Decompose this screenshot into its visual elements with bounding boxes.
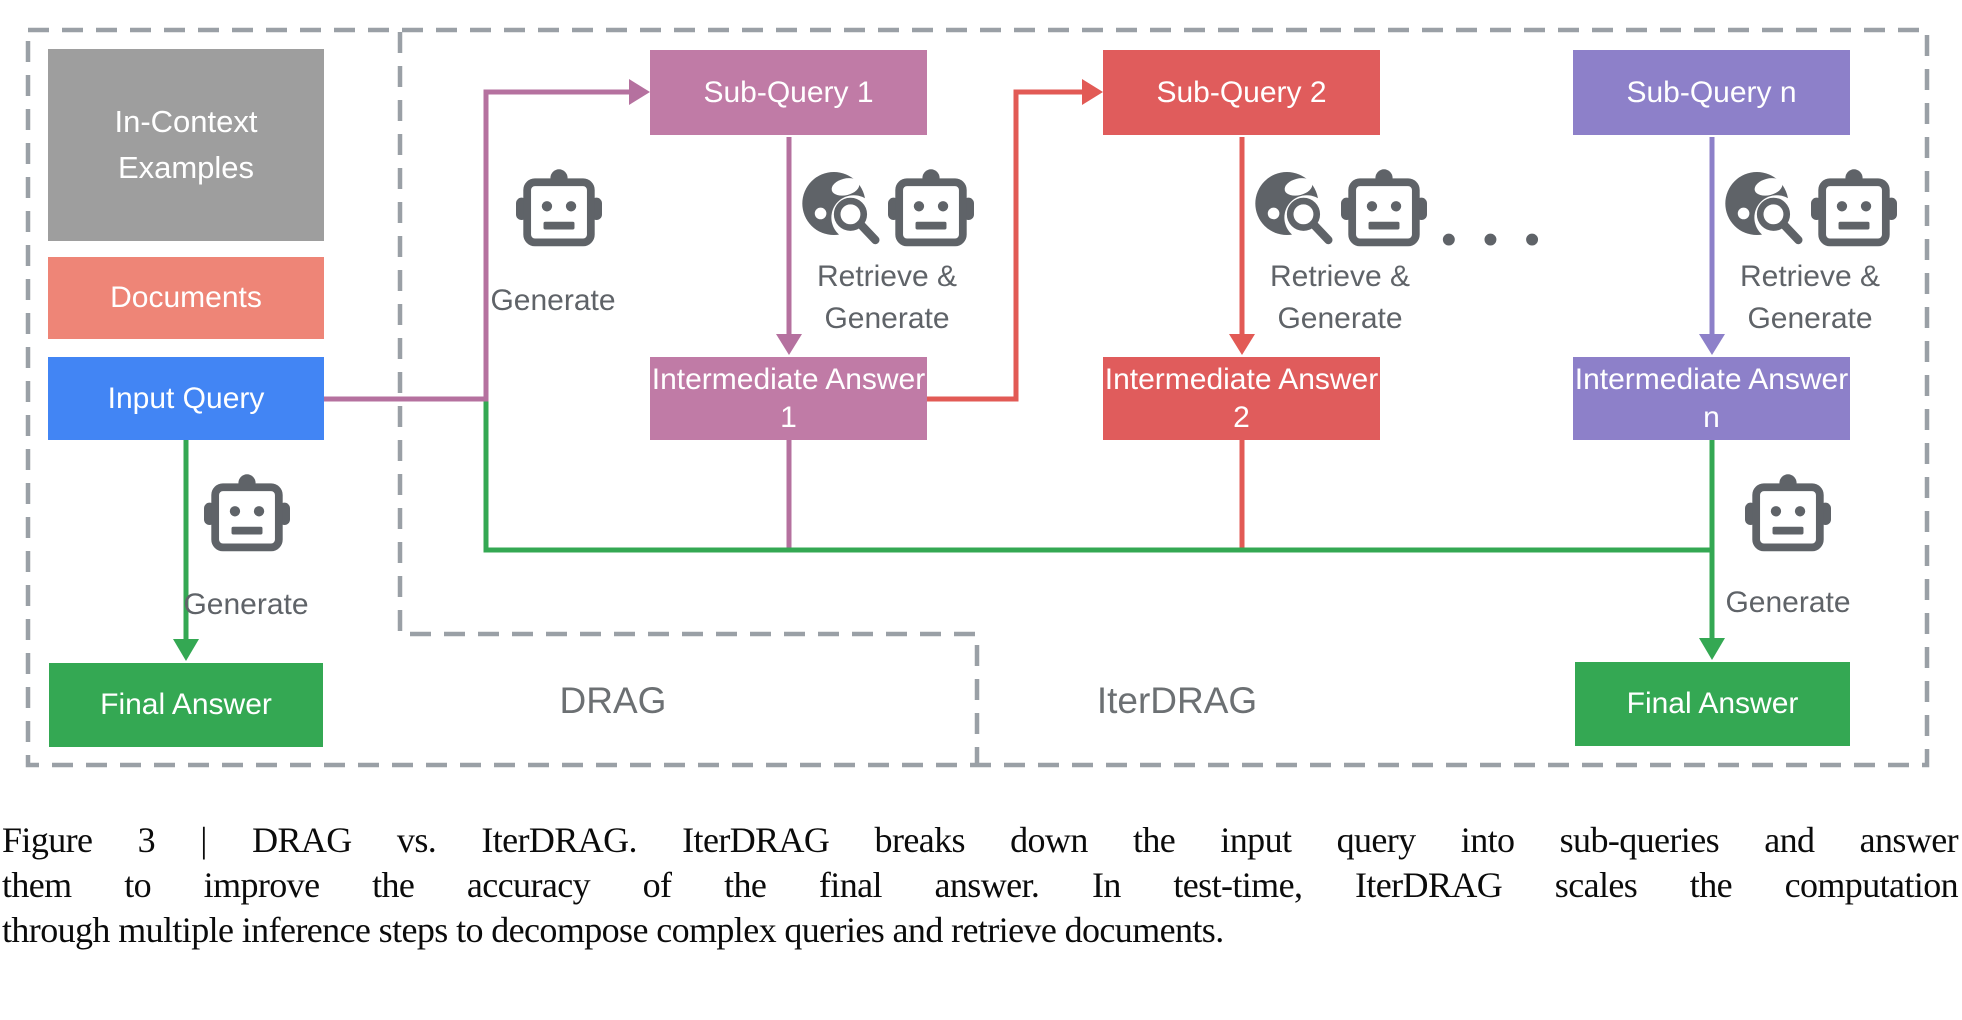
caption-line-3: through multiple inference steps to deco…: [2, 910, 1224, 950]
final-right-arrowhead: [1699, 638, 1725, 660]
sub-query-n-box: Sub-Query n: [1573, 50, 1850, 135]
intermediate1-arrowhead: [776, 334, 802, 355]
robot-icon: [1341, 169, 1427, 247]
retrieve-label-line1: Retrieve &: [1269, 260, 1411, 293]
in-context-examples-box: In-Context Examples: [48, 49, 324, 241]
generate-label: Generate: [1725, 586, 1851, 619]
subquery1-arrowhead: [629, 79, 650, 105]
generate-label: Generate: [490, 284, 616, 317]
intermediate-answer-n-box: Intermediate Answer n: [1573, 357, 1850, 440]
retrieve-globe-search-icon: [1255, 171, 1333, 245]
final-answer-left-box: Final Answer: [49, 663, 323, 747]
intermediate-answer-2-box: Intermediate Answer 2: [1103, 357, 1380, 440]
retrieve-globe-search-icon: [1725, 171, 1803, 245]
retrieve-globe-search-icon: [802, 171, 880, 245]
intermediaten-arrowhead: [1699, 334, 1725, 355]
retrieve-generate-label: Retrieve & Generate: [1740, 256, 1880, 340]
robot-icon: [1745, 474, 1831, 552]
input-query-box: Input Query: [48, 357, 324, 440]
intermediate-answer-1-box: Intermediate Answer 1: [650, 357, 927, 440]
retrieve-label-line2: Generate: [1277, 302, 1403, 335]
robot-icon: [204, 474, 290, 552]
retrieve-label-line1: Retrieve &: [1739, 260, 1881, 293]
input-to-subquery1-line: [324, 89, 635, 402]
iterdrag-region-label: IterDRAG: [1096, 680, 1258, 721]
final-left-arrowhead: [173, 639, 199, 661]
green-bus-line: [483, 399, 1712, 553]
caption-line-1: Figure 3 | DRAG vs. IterDRAG. IterDRAG b…: [2, 820, 1959, 860]
retrieve-label-line1: Retrieve &: [816, 260, 958, 293]
robot-icon: [516, 169, 602, 247]
subquery2-arrowhead: [1082, 79, 1103, 105]
retrieve-label-line2: Generate: [1747, 302, 1873, 335]
documents-box: Documents: [48, 257, 324, 339]
figure-caption: Figure 3 | DRAG vs. IterDRAG. IterDRAG b…: [2, 818, 1959, 953]
generate-label: Generate: [183, 588, 309, 621]
retrieve-generate-label: Retrieve & Generate: [1270, 256, 1410, 340]
retrieve-label-line2: Generate: [824, 302, 950, 335]
intermediate1-to-subquery2-line: [925, 89, 1088, 402]
continuation-ellipsis: • • •: [1441, 215, 1547, 264]
sub-query-2-box: Sub-Query 2: [1103, 50, 1380, 135]
caption-line-2: them to improve the accuracy of the fina…: [2, 865, 1959, 905]
sub-query-1-box: Sub-Query 1: [650, 50, 927, 135]
robot-icon: [1811, 169, 1897, 247]
intermediate2-arrowhead: [1229, 334, 1255, 355]
outer-dashed-frame: [25, 27, 1930, 768]
retrieve-generate-label: Retrieve & Generate: [817, 256, 957, 340]
drag-region-label: DRAG: [559, 680, 667, 721]
region-divider-dashed: [397, 32, 980, 763]
final-answer-right-box: Final Answer: [1575, 662, 1850, 746]
robot-icon: [888, 169, 974, 247]
